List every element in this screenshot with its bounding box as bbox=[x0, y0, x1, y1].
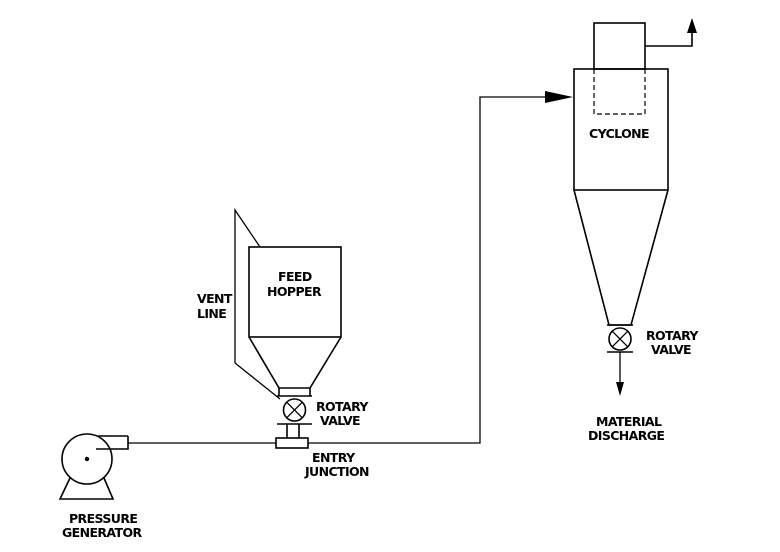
cyclone-valve-cross-icon bbox=[611, 330, 629, 348]
entry-junction bbox=[275, 424, 309, 449]
material-discharge-label: MATERIAL DISCHARGE bbox=[588, 414, 665, 443]
cyclone-label: CYCLONE bbox=[589, 126, 649, 141]
vent-line bbox=[234, 207, 281, 400]
blower-base bbox=[58, 477, 115, 500]
hopper-outlet bbox=[278, 388, 311, 396]
junction-body bbox=[275, 437, 309, 449]
vortex-finder-hidden bbox=[593, 69, 646, 115]
hopper-rotary-valve-label: ROTARY VALVE bbox=[316, 399, 372, 428]
cyclone-rotary-valve-label: ROTARY VALVE bbox=[646, 328, 702, 357]
entry-junction-label: ENTRY JUNCTION bbox=[304, 450, 369, 479]
blower-casing bbox=[61, 433, 113, 485]
feed-hopper bbox=[248, 246, 342, 396]
pressure-generator bbox=[58, 433, 129, 500]
hopper-rotary-valve bbox=[277, 395, 312, 425]
feed-hopper-label: FEED HOPPER bbox=[267, 269, 322, 299]
valve-flanges bbox=[277, 395, 312, 425]
hopper-body bbox=[248, 246, 342, 338]
vortex-finder-top bbox=[593, 22, 646, 70]
junction-neck bbox=[286, 424, 300, 438]
vent-line-label: VENT LINE bbox=[197, 291, 236, 321]
cyclone-valve-circle bbox=[608, 327, 632, 351]
blower-shaft-dot bbox=[84, 456, 90, 462]
cyclone-cone bbox=[573, 189, 669, 326]
valve-cross-icon bbox=[286, 401, 303, 419]
discharge-arrow-icon bbox=[616, 382, 624, 396]
hopper-cone bbox=[248, 336, 342, 389]
valve-circle bbox=[282, 398, 307, 422]
cyclone bbox=[573, 18, 697, 326]
exhaust-arrow-icon bbox=[687, 18, 697, 33]
conveying-line-to-cyclone bbox=[308, 96, 545, 444]
flow-arrow-into-cyclone-icon bbox=[545, 91, 573, 103]
exhaust-pipe bbox=[645, 33, 693, 47]
pressure-generator-label: PRESSURE GENERATOR bbox=[62, 511, 142, 540]
blower-outlet bbox=[96, 436, 129, 450]
cyclone-rotary-valve bbox=[607, 324, 633, 353]
cyclone-barrel bbox=[573, 68, 669, 191]
